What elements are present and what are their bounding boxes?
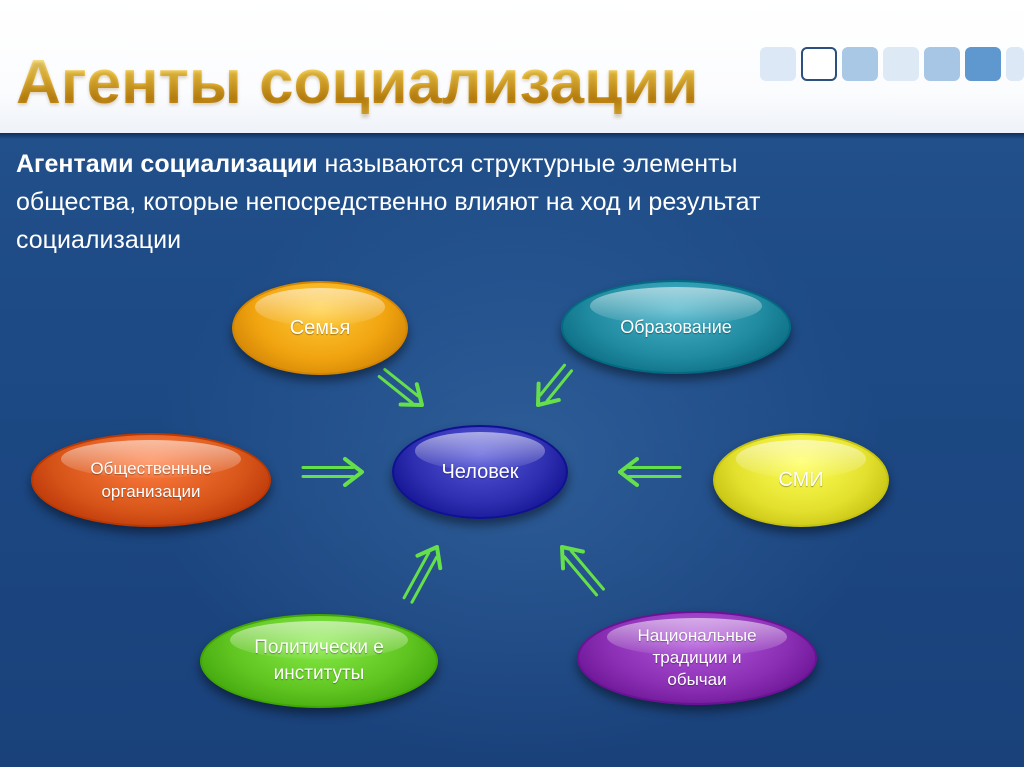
decor-square — [924, 47, 960, 81]
node-media-label: СМИ — [778, 468, 824, 491]
node-national-traditions: Национальные традиции и обычаи — [577, 611, 817, 705]
decor-square — [1006, 47, 1024, 81]
definition-text: Агентами социализации называются структу… — [16, 145, 776, 259]
arrow-public-orgs — [301, 457, 364, 487]
node-center-person: Человек — [392, 425, 568, 519]
node-political-institutions: Политически е институты — [200, 614, 438, 708]
arrow-political — [402, 545, 443, 604]
node-national-traditions-label: Национальные традиции и обычаи — [637, 626, 757, 689]
arrow-family — [377, 367, 424, 407]
node-family: Семья — [232, 281, 408, 375]
slide-title: Агенты социализации — [16, 48, 699, 117]
decor-square — [883, 47, 919, 81]
definition-body: называются структурные элементы общества… — [16, 150, 761, 254]
decor-square — [760, 47, 796, 81]
arrow-education — [536, 363, 573, 407]
node-education-label: Образование — [620, 316, 732, 337]
slide-header: Агенты социализации — [0, 0, 1024, 133]
node-political-institutions-label: Политически е институты — [254, 637, 384, 684]
node-public-organizations-label: Общественные организации — [90, 459, 212, 501]
node-center-label: Человек — [441, 460, 519, 483]
decor-square — [801, 47, 837, 81]
definition-term: Агентами социализации — [16, 150, 318, 178]
arrow-group — [301, 363, 682, 604]
node-media: СМИ — [713, 433, 889, 527]
arrow-traditions — [560, 545, 605, 597]
arrow-media — [618, 457, 682, 487]
decor-square — [842, 47, 878, 81]
node-education: Образование — [561, 280, 791, 374]
node-family-label: Семья — [289, 316, 351, 339]
node-public-organizations: Общественные организации — [31, 433, 271, 527]
decor-square — [965, 47, 1001, 81]
